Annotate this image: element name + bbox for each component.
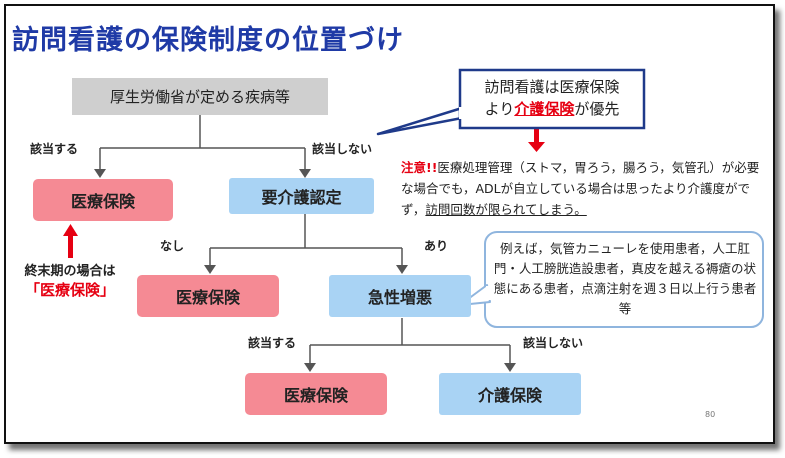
medical-insurance-box-2: 医療保険	[137, 275, 279, 317]
example-text: 例えば，気管カニューレを使用患者，人工肛門・人工膀胱造設患者，真皮を越える褥瘡の…	[493, 241, 757, 316]
callout-text: 訪問看護は医療保険 より介護保険が優先	[462, 76, 642, 120]
terminal-note-line2: 「医療保険」	[24, 281, 115, 299]
slide-frame	[4, 4, 775, 444]
slide-title: 訪問看護の保険制度の位置づけ	[12, 25, 404, 56]
branch-label-top-yes: 該当する	[30, 142, 79, 156]
branch-label-none: なし	[160, 239, 185, 253]
page-number: 80	[705, 410, 716, 419]
medical-insurance-box-3: 医療保険	[245, 373, 387, 415]
root-box: 厚生労働省が定める疾病等	[72, 78, 328, 115]
callout-line2-post: が優先	[574, 100, 620, 118]
callout-box	[376, 68, 646, 136]
acute-exacerbation-box: 急性増悪	[329, 275, 471, 317]
callout-arrow	[528, 128, 545, 152]
callout-highlight: 介護保険	[514, 100, 575, 118]
branch-label-bottom-yes: 該当する	[248, 336, 297, 350]
callout-line2-pre: より	[484, 100, 515, 118]
caution-text: 医療処理管理（ストマ，胃ろう，腸ろう，気管孔）が必要な場合でも，ADLが自立して…	[401, 160, 760, 217]
callout-line1: 訪問看護は医療保険	[484, 78, 620, 96]
branch-label-top-no: 該当しない	[312, 142, 373, 156]
terminal-arrow	[63, 224, 78, 258]
caution-underlined: 訪問回数が限られてしまう。	[425, 202, 587, 217]
terminal-note-line1: 終末期の場合は	[24, 264, 116, 279]
branch-label-bottom-no: 該当しない	[523, 336, 584, 350]
care-certification-box: 要介護認定	[229, 178, 374, 214]
terminal-note: 終末期の場合は 「医療保険」	[10, 262, 130, 300]
branch-label-yes: あり	[424, 239, 449, 253]
caution-prefix: 注意!!	[401, 160, 438, 175]
medical-insurance-box-1: 医療保険	[33, 179, 173, 221]
example-bubble	[459, 231, 764, 328]
callout-line2: より介護保険が優先	[462, 98, 642, 120]
caution-note: 注意!!医療処理管理（ストマ，胃ろう，腸ろう，気管孔）が必要な場合でも，ADLが…	[401, 157, 761, 220]
care-insurance-box: 介護保険	[439, 373, 581, 415]
